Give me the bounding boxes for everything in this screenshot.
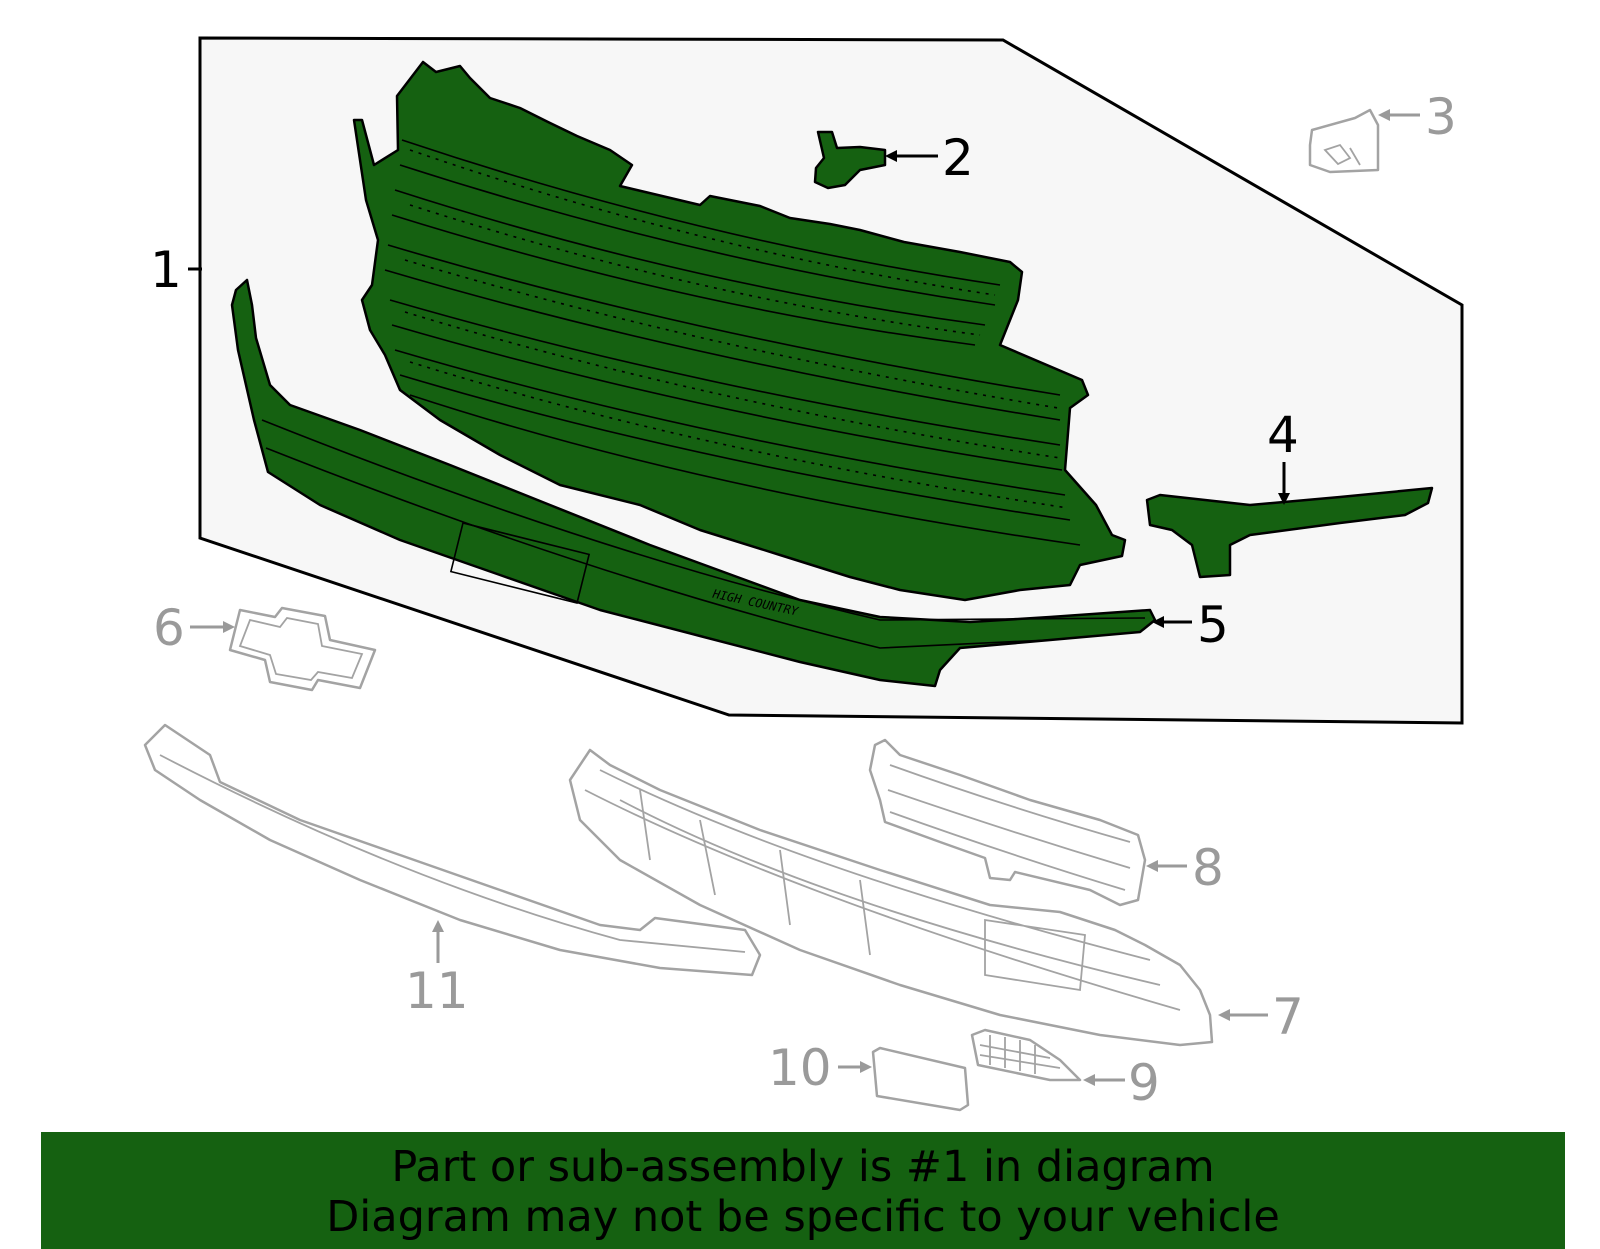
lower-grille-part-7-detail [584, 769, 1181, 1011]
callout-1: 1 [150, 241, 182, 299]
callout-10: 10 [768, 1039, 832, 1097]
bracket-part-3-detail [1323, 143, 1361, 166]
side-bracket-part-4 [1145, 486, 1434, 579]
bracket-part-3 [1308, 108, 1380, 174]
lower-trim-part-11-detail [159, 754, 746, 953]
small-grille-part-9-detail [979, 1035, 1061, 1074]
small-grille-part-9 [970, 1028, 1082, 1082]
lower-trim-part-11 [143, 723, 762, 977]
banner-line-1: Part or sub-assembly is #1 in diagram [391, 1142, 1215, 1192]
cover-part-10 [871, 1046, 970, 1112]
lower-bar-body [230, 278, 1157, 688]
callout-4: 4 [1267, 406, 1299, 464]
callout-6: 6 [153, 599, 185, 657]
grille-upper-body [352, 60, 1127, 602]
banner-line-2: Diagram may not be specific to your vehi… [326, 1192, 1280, 1242]
callout-7: 7 [1272, 988, 1304, 1046]
callout-9: 9 [1128, 1054, 1160, 1112]
info-banner: Part or sub-assembly is #1 in diagram Di… [41, 1132, 1565, 1249]
grille-hatching [404, 149, 1069, 509]
callout-8: 8 [1192, 839, 1224, 897]
emblem-part-6-detail [238, 617, 364, 681]
callout-2: 2 [942, 129, 974, 187]
callout-3: 3 [1425, 88, 1457, 146]
lower-grille-bar-part: HIGH COUNTRY [230, 278, 1157, 688]
lower-bar-lines [261, 419, 1146, 649]
grille-louvre-lines [384, 139, 1081, 546]
grille-assembly-part [352, 60, 1127, 602]
emblem-mount [449, 522, 591, 604]
emblem-part-6 [228, 606, 377, 692]
callout-11: 11 [405, 962, 469, 1020]
callout-5: 5 [1197, 596, 1229, 654]
leader-lines [188, 109, 1420, 1086]
bracket-part-2 [813, 130, 887, 190]
insert-part-8-detail [887, 764, 1131, 891]
